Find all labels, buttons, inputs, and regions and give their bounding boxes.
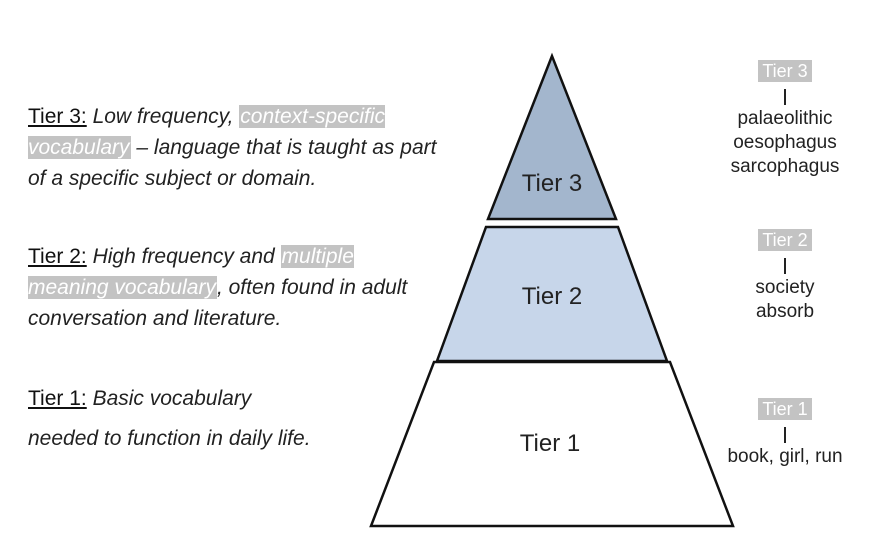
tier3-example-badge: Tier 3 bbox=[758, 60, 812, 82]
tier1-example-badge: Tier 1 bbox=[758, 398, 812, 420]
tier2-text-a: High frequency and bbox=[86, 245, 281, 268]
pyramid-tier2-label: Tier 2 bbox=[522, 283, 582, 310]
tier3-heading: Tier 3: bbox=[28, 105, 87, 128]
tier2-connector bbox=[784, 258, 786, 274]
tier2-example-word: society bbox=[755, 277, 815, 298]
tier1-example-word: book, girl, run bbox=[727, 446, 843, 467]
tier3-text-b: – language that is taught as part of a s… bbox=[28, 136, 437, 190]
pyramid-tier3-shape bbox=[486, 52, 618, 221]
tier3-example-word: sarcophagus bbox=[730, 156, 840, 177]
pyramid-tier3-label: Tier 3 bbox=[522, 170, 582, 197]
pyramid-tier1-shape bbox=[369, 360, 735, 528]
tier3-example-word: oesophagus bbox=[733, 132, 837, 153]
pyramid-tier1-label: Tier 1 bbox=[520, 430, 580, 457]
tier1-description: Tier 1: Basic vocabulary needed to funct… bbox=[28, 379, 388, 459]
tier2-text-b: , often found in adult conversation and … bbox=[28, 276, 408, 330]
tier3-text-a: Low frequency, bbox=[86, 105, 240, 128]
tier3-example-word: palaeolithic bbox=[737, 108, 833, 129]
tier1-line1: Basic vocabulary bbox=[86, 387, 252, 410]
tier1-connector bbox=[784, 427, 786, 443]
tier2-description: Tier 2: High frequency and multiple mean… bbox=[28, 241, 428, 334]
tier2-heading: Tier 2: bbox=[28, 245, 87, 268]
tier1-line2: needed to function in daily life. bbox=[28, 427, 311, 450]
tier3-connector bbox=[784, 89, 786, 105]
tier1-heading: Tier 1: bbox=[28, 387, 87, 410]
tier3-examples: Tier 3 palaeolithic oesophagus sarcophag… bbox=[715, 60, 855, 179]
tier2-example-word: absorb bbox=[755, 301, 815, 322]
tier3-description: Tier 3: Low frequency, context-specific … bbox=[28, 101, 458, 194]
tier2-example-badge: Tier 2 bbox=[758, 229, 812, 251]
tier1-examples: Tier 1 book, girl, run bbox=[710, 398, 860, 469]
tier2-examples: Tier 2 society absorb bbox=[715, 229, 855, 324]
